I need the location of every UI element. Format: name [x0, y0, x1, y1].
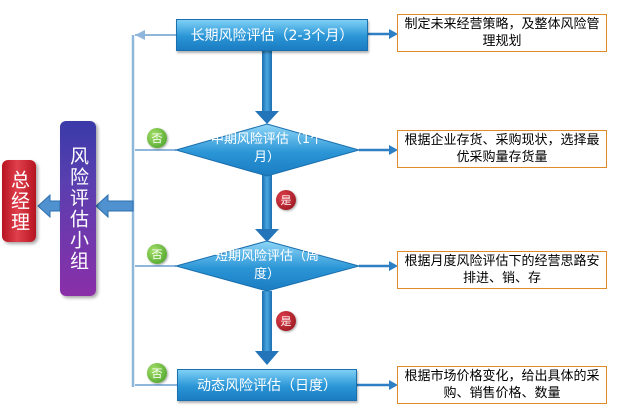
note-long-term: 制定未来经营策略，及整体风险管理规划	[397, 14, 607, 52]
down-arrow-3	[255, 291, 279, 365]
long-term-box: 长期风险评估（2-3个月）	[176, 19, 368, 51]
down-arrow-1	[255, 49, 279, 124]
no-badge-mid: 否	[147, 128, 167, 148]
arrow-to-gm	[37, 193, 61, 219]
note-dynamic: 根据市场价格变化，给出具体的采购、销售价格、数量	[397, 366, 607, 404]
general-manager-label: 总经理	[8, 169, 30, 233]
risk-team-label: 风险评估小组	[67, 145, 89, 272]
short-term-label: 短期风险评估（周度）	[214, 249, 319, 282]
arrow-to-team	[95, 193, 134, 219]
note-arrowhead-short	[389, 261, 398, 271]
no-badge-dyn: 否	[147, 363, 167, 383]
note-arrowhead-long	[389, 29, 398, 39]
note-arrowhead-dyn	[389, 380, 398, 390]
note-mid-term: 根据企业存货、采购现状，选择最优采购量存货量	[397, 130, 607, 168]
general-manager-box: 总经理	[2, 160, 36, 242]
note-arrowhead-mid	[389, 145, 398, 155]
yes-badge-1: 是	[276, 190, 296, 210]
short-term-diamond	[174, 240, 361, 292]
dynamic-label: 动态风险评估（日度）	[197, 378, 337, 394]
down-arrow-2	[255, 175, 279, 242]
yes-badge-2: 是	[276, 311, 296, 331]
long-term-label: 长期风险评估（2-3个月）	[190, 28, 354, 44]
no-badge-short: 否	[147, 244, 167, 264]
risk-team-box: 风险评估小组	[60, 121, 96, 296]
arrowhead-long	[135, 30, 145, 40]
mid-term-label: 中期风险评估（1个月）	[210, 132, 324, 165]
dynamic-box: 动态风险评估（日度）	[177, 369, 357, 401]
note-short-term: 根据月度风险评估下的经营思路安排进、销、存	[397, 251, 607, 289]
mid-term-diamond	[174, 123, 361, 177]
